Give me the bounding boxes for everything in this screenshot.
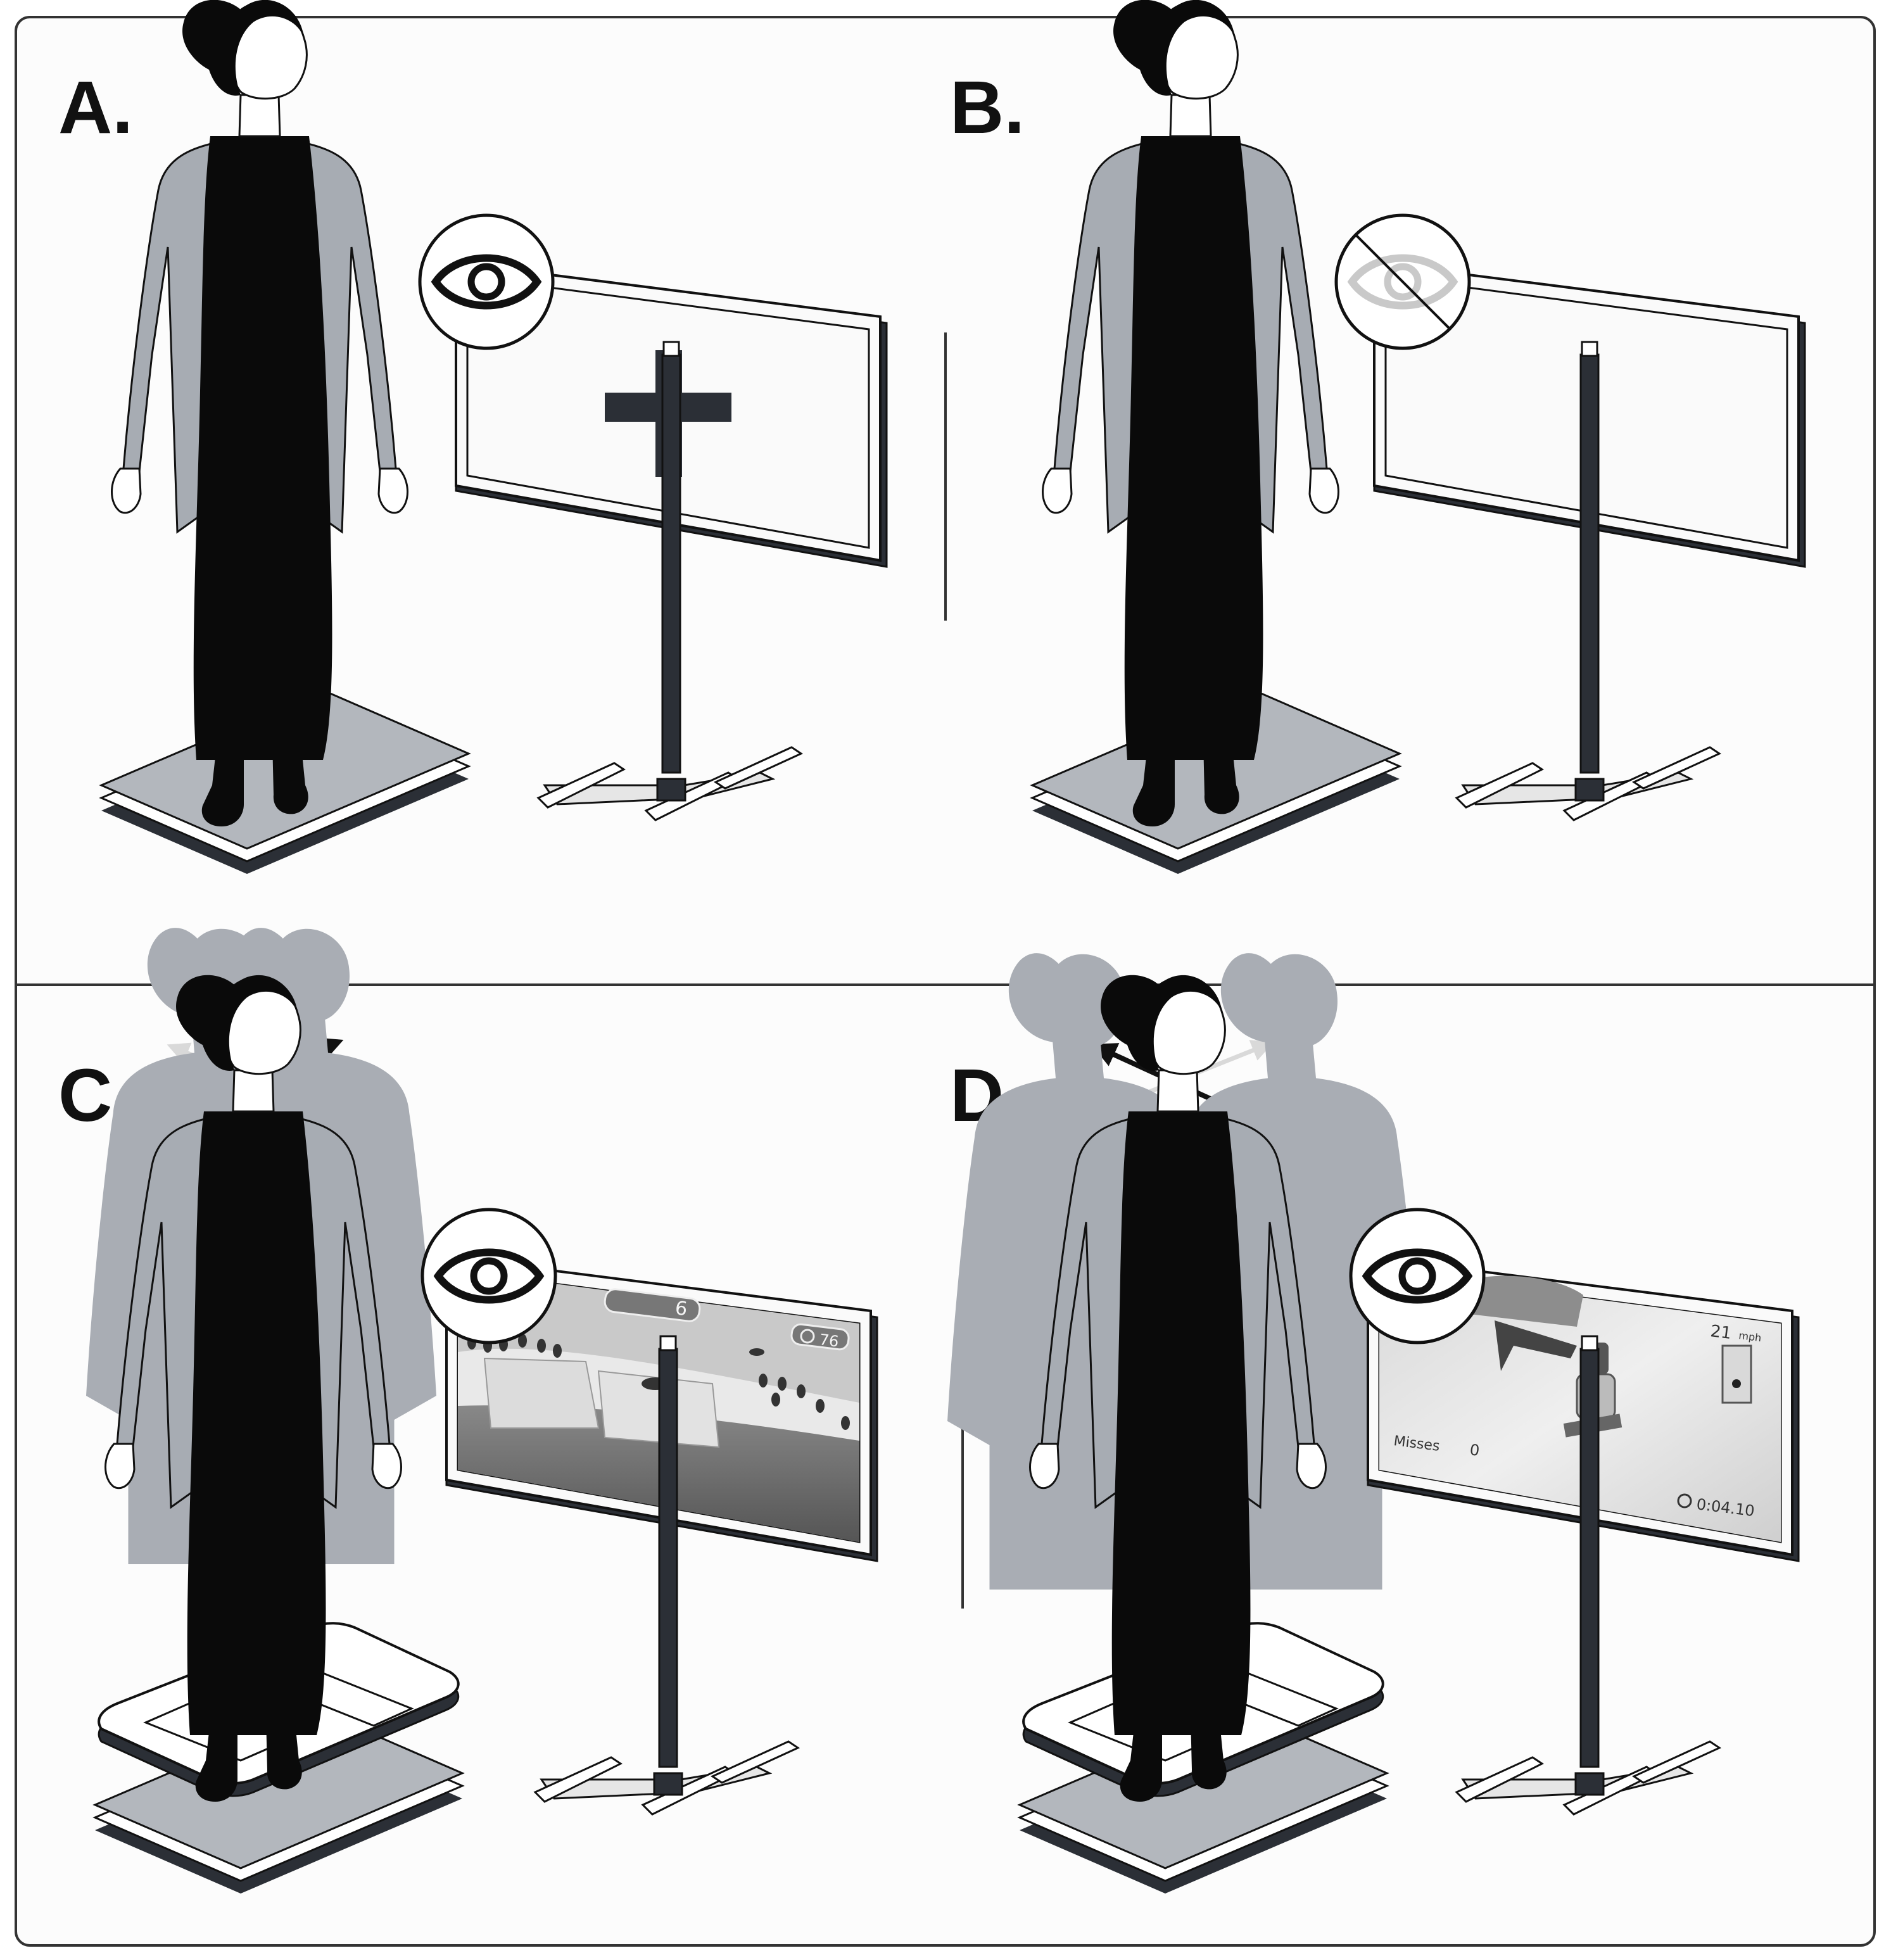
- eye-open-icon: [420, 215, 553, 348]
- speed-value: 21: [1709, 1322, 1733, 1343]
- eye-closed-icon: [1336, 215, 1469, 348]
- speed-unit: mph: [1738, 1329, 1762, 1344]
- panel-c: C.: [58, 928, 878, 1894]
- clock-icon: [1677, 1493, 1692, 1508]
- panel-a: A.: [58, 0, 888, 875]
- panel-a-label: A.: [58, 66, 133, 149]
- misses-value: 0: [1469, 1441, 1481, 1460]
- timer-value: 76: [818, 1331, 840, 1351]
- panel-b-label: B.: [950, 66, 1025, 149]
- eye-open-icon: [1351, 1210, 1484, 1343]
- panel-b: B.: [950, 0, 1806, 875]
- speed-meter: [1721, 1344, 1752, 1404]
- eye-open-icon: [422, 1210, 555, 1343]
- clock-icon: [800, 1329, 815, 1344]
- score-value: 6: [674, 1297, 688, 1320]
- panel-d: D. 21 mph Misses 0: [947, 953, 1800, 1894]
- score-box: [604, 1288, 701, 1322]
